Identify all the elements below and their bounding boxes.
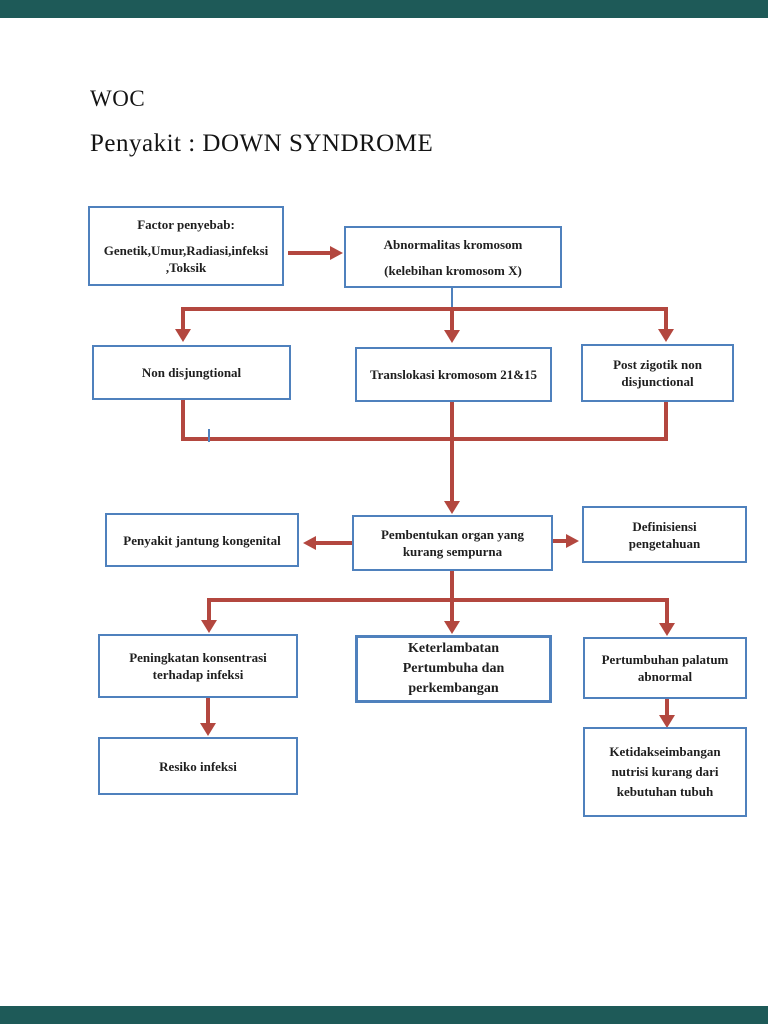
document-page: WOC Penyakit : DOWN SYNDROME Factor peny… [0,18,768,1006]
edge-pembentukan-jantung-line [315,541,352,545]
node-line: disjunctional [621,374,694,389]
node-translokasi-kromosom: Translokasi kromosom 21&15 [355,347,552,402]
arrowhead-down-icon [444,621,460,634]
edge-peningkatan-resiko-line [206,698,210,724]
edge-stem-post-zigotik [664,311,668,330]
edge-palatum-ketidakseimbangan-line [665,699,669,716]
edge-non-disjungtional-down [181,400,185,441]
edge-stem-peningkatan [207,602,211,621]
edge-pembentukan-definisiensi-line [553,539,567,543]
node-abnormalitas-kromosom: Abnormalitas kromosom (kelebihan kromoso… [344,226,562,288]
node-line: terhadap infeksi [152,667,244,682]
node-line: kebutuhan tubuh [616,784,714,799]
arrowhead-down-icon [444,501,460,514]
arrowhead-down-icon [201,620,217,633]
page-subtitle: Penyakit : DOWN SYNDROME [90,130,434,157]
node-line: Non disjungtional [141,365,242,380]
node-line: perkembangan [408,681,499,696]
arrowhead-down-icon [200,723,216,736]
node-line: Genetik,Umur,Radiasi,infeksi [103,243,269,258]
edge-stem-palatum [665,602,669,624]
node-post-zigotik: Post zigotik non disjunctional [581,344,734,402]
node-line: Post zigotik non [613,357,702,372]
node-pembentukan-organ: Pembentukan organ yang kurang sempurna [352,515,553,571]
node-resiko-infeksi: Resiko infeksi [98,737,298,795]
node-pertumbuhan-palatum: Pertumbuhan palatum abnormal [583,637,747,699]
node-line: Definisiensi [632,518,697,534]
node-ketidakseimbangan-nutrisi: Ketidakseimbangan nutrisi kurang dari ke… [583,727,747,817]
node-line: Pertumbuha dan [402,661,505,676]
viewer-bottom-bar [0,1006,768,1024]
arrowhead-down-icon [175,329,191,342]
edge-stem-non-disjungtional [181,311,185,330]
node-line: Resiko infeksi [159,758,237,774]
node-line: pengetahuan [628,535,701,551]
arrowhead-right-icon [330,246,343,260]
node-line: Pembentukan organ yang [380,527,525,542]
arrowhead-down-icon [659,623,675,636]
node-line: nutrisi kurang dari [611,764,719,779]
edge-abnormalitas-stub-line [451,288,453,309]
edge-converge-rail-line [181,437,668,441]
node-line: Pertumbuhan palatum [601,652,729,667]
node-line: Ketidakseimbangan [609,744,721,759]
edge-pembentukan-down [450,571,454,602]
node-definisiensi: Definisiensi pengetahuan [582,506,747,563]
viewer-top-bar [0,0,768,18]
node-penyakit-jantung: Penyakit jantung kongenital [105,513,299,567]
node-line: Penyakit jantung kongenital [123,532,281,548]
arrowhead-down-icon [659,715,675,728]
node-line: Factor penyebab: [137,217,235,232]
edge-factor-abnormalitas-line [288,251,332,255]
edge-stem-keterlambatan [450,602,454,622]
edge-blue-tick [208,429,210,442]
node-line: kurang sempurna [402,544,503,559]
edge-post-zigotik-down [664,402,668,441]
node-line: ,Toksik [165,260,207,275]
arrowhead-down-icon [444,330,460,343]
edge-bottom-rail-line [207,598,669,602]
arrowhead-down-icon [658,329,674,342]
edge-translokasi-to-pembentukan [450,402,454,502]
edge-top-rail-line [181,307,668,311]
edge-stem-translokasi [450,311,454,331]
arrowhead-left-icon [303,536,316,550]
page-title: WOC [90,86,146,111]
node-line: Abnormalitas kromosom [383,236,523,252]
node-line: Translokasi kromosom 21&15 [369,367,538,382]
node-peningkatan-konsentrasi: Peningkatan konsentrasi terhadap infeksi [98,634,298,698]
arrowhead-right-icon [566,534,579,548]
node-line: Peningkatan konsentrasi [129,650,267,665]
node-non-disjungtional: Non disjungtional [92,345,291,400]
node-keterlambatan: Keterlambatan Pertumbuha dan perkembanga… [355,635,552,703]
node-line: Keterlambatan [408,641,499,656]
node-line: abnormal [637,669,693,684]
node-line: (kelebihan kromosom X) [384,262,522,278]
node-factor-penyebab: Factor penyebab: Genetik,Umur,Radiasi,in… [88,206,284,286]
